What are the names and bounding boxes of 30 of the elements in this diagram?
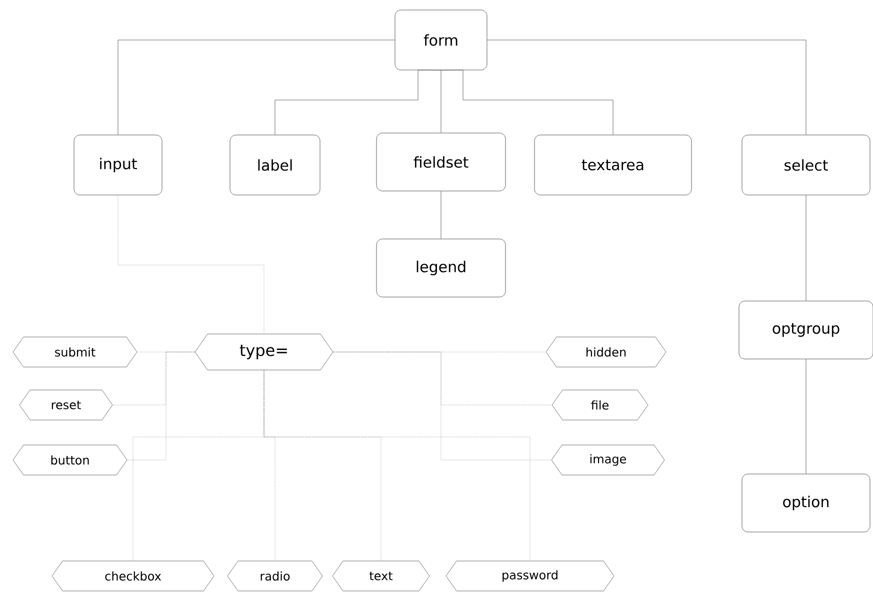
attribute-hexagon: password — [446, 560, 614, 592]
attribute-hexagon: text — [332, 560, 430, 592]
tree-connector — [440, 70, 614, 135]
tree-connector — [274, 70, 442, 135]
element-box: select — [742, 134, 870, 196]
attribute-hexagon: submit — [12, 336, 138, 368]
element-box: input — [74, 134, 162, 196]
attribute-hexagon: reset — [19, 390, 113, 420]
dotted-connector — [118, 195, 264, 334]
element-box: legend — [376, 238, 506, 298]
element-box: textarea — [534, 134, 692, 196]
attribute-hexagon: file — [552, 390, 648, 420]
dotted-connector — [333, 352, 552, 460]
tree-connector — [440, 191, 442, 239]
tree-connector — [440, 70, 442, 133]
dotted-connector — [127, 352, 195, 460]
attribute-hexagon: button — [12, 444, 128, 476]
element-box: form — [394, 10, 488, 70]
element-box: fieldset — [376, 132, 506, 192]
element-box: label — [230, 134, 320, 196]
element-box: optgroup — [738, 300, 873, 360]
dotted-connector — [264, 370, 530, 561]
tree-connector — [118, 40, 395, 135]
tree-connector — [487, 40, 806, 135]
attribute-hexagon: type= — [194, 334, 334, 370]
attribute-hexagon: image — [551, 444, 665, 476]
attribute-hexagon: checkbox — [52, 560, 214, 592]
attribute-hexagon: hidden — [546, 336, 666, 368]
attribute-hexagon: radio — [227, 560, 323, 592]
element-box: option — [742, 474, 870, 532]
